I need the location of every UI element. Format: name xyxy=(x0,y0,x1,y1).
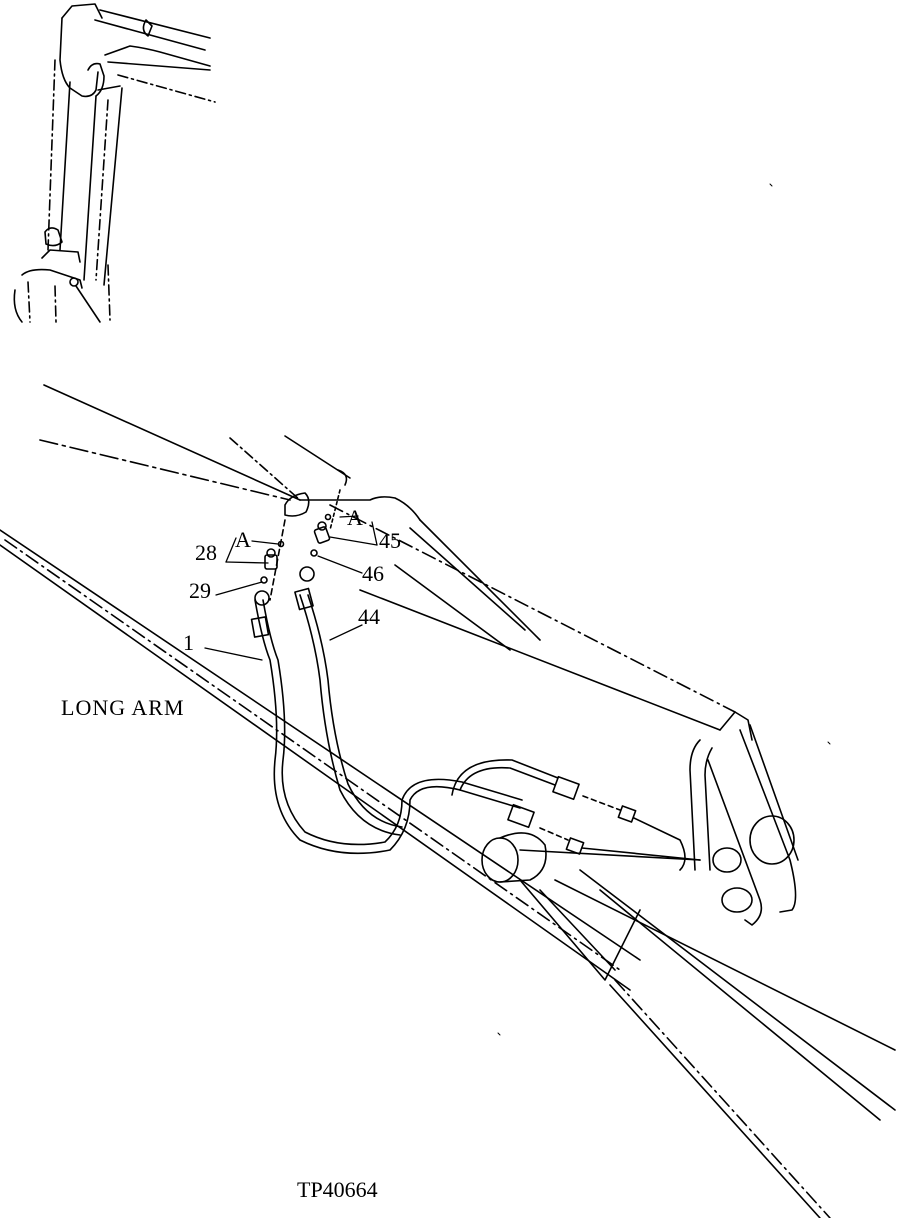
callout-1: 1 xyxy=(183,630,194,655)
fitting-45 xyxy=(313,521,331,544)
fitting-28 xyxy=(264,548,278,570)
o-ring-46 xyxy=(310,549,318,557)
callout-view-a-left: A xyxy=(235,527,251,552)
callout-46: 46 xyxy=(362,561,384,586)
callout-28: 28 xyxy=(195,540,217,565)
hose-upper-return xyxy=(451,759,580,829)
leader-lines xyxy=(204,515,378,661)
callout-29: 29 xyxy=(189,578,211,603)
hose-1 xyxy=(250,590,523,855)
hose-44 xyxy=(294,566,403,836)
callout-45: 45 xyxy=(379,528,401,553)
center-line-b xyxy=(329,489,341,531)
hose-clamp-boss xyxy=(284,469,348,517)
pipe-fittings xyxy=(539,795,701,871)
arm-body xyxy=(0,384,896,1218)
o-ring-29 xyxy=(260,576,268,584)
center-line-a xyxy=(269,519,286,601)
diagram-caption: LONG ARM xyxy=(61,695,185,720)
callout-view-a-right: A xyxy=(347,505,363,530)
figure-id: TP40664 xyxy=(297,1177,378,1202)
o-ring-a-right xyxy=(324,513,332,521)
specks xyxy=(497,183,831,1036)
callout-44: 44 xyxy=(358,604,380,629)
inset-boom-arm-overview xyxy=(13,3,216,323)
